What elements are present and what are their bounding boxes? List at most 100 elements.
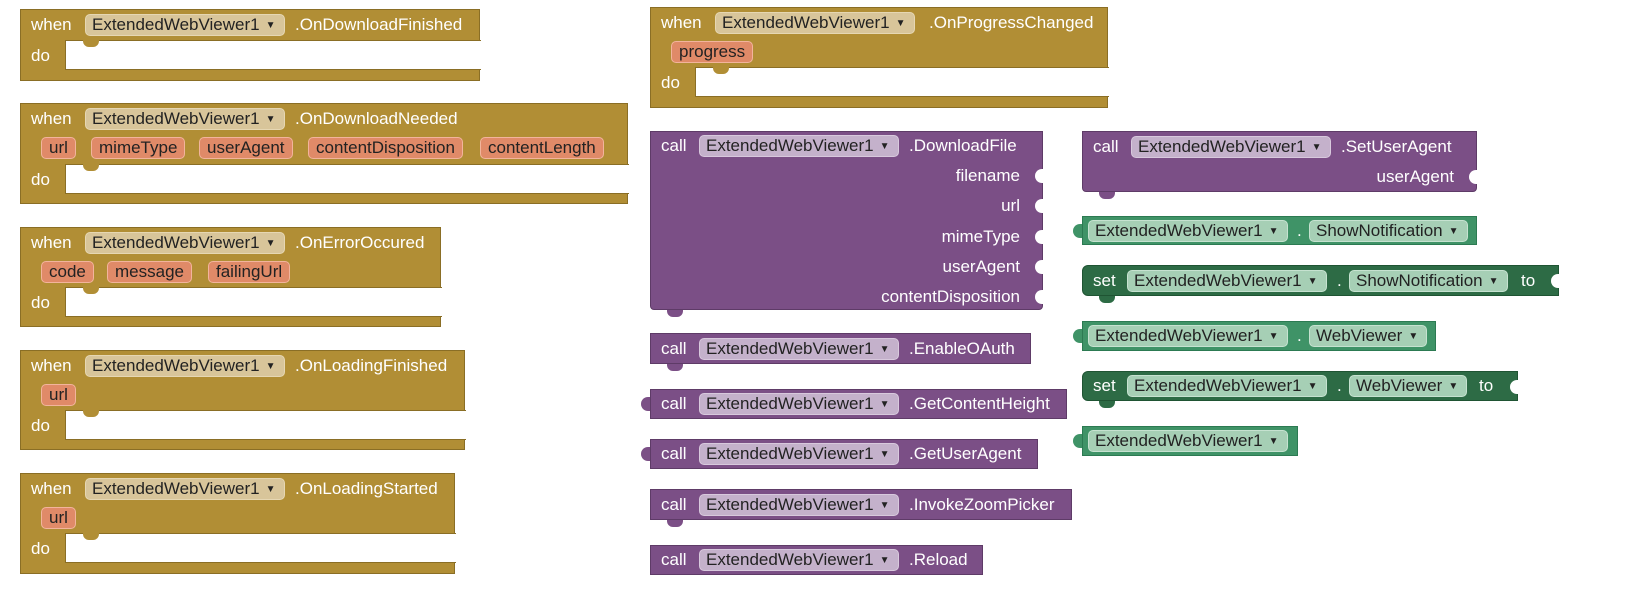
arg-label-mimetype: mimeType — [941, 227, 1020, 246]
method-block-set-user-agent[interactable]: call ExtendedWebViewer1▼ .SetUserAgent u… — [1082, 131, 1477, 199]
arg-socket[interactable] — [1035, 290, 1043, 304]
arg-socket[interactable] — [1035, 230, 1043, 244]
method-name: .SetUserAgent — [1341, 137, 1452, 156]
property-setter-show-notification[interactable]: set ExtendedWebViewer1▼ . ShowNotificati… — [1082, 265, 1559, 303]
method-block-enable-oauth[interactable]: call ExtendedWebViewer1▼ .EnableOAuth — [650, 333, 1031, 371]
component-dropdown[interactable]: ExtendedWebViewer1▼ — [715, 12, 915, 34]
dot-separator: . — [1297, 326, 1302, 345]
param-useragent[interactable]: userAgent — [199, 137, 293, 159]
arg-socket[interactable] — [1035, 260, 1043, 274]
call-keyword: call — [661, 550, 687, 569]
call-keyword: call — [1093, 137, 1119, 156]
when-keyword: when — [31, 479, 72, 498]
do-keyword: do — [31, 416, 50, 435]
property-getter-web-viewer[interactable]: ExtendedWebViewer1▼ . WebViewer▼ — [1073, 321, 1436, 351]
dropdown-arrow-icon: ▼ — [265, 238, 276, 249]
method-name: .GetUserAgent — [909, 444, 1022, 463]
do-statement-slot[interactable] — [65, 40, 481, 70]
component-dropdown[interactable]: ExtendedWebViewer1▼ — [85, 355, 285, 377]
component-dropdown[interactable]: ExtendedWebViewer1▼ — [699, 549, 899, 571]
component-dropdown[interactable]: ExtendedWebViewer1▼ — [699, 135, 899, 157]
param-mimetype[interactable]: mimeType — [91, 137, 186, 159]
arg-label-useragent: userAgent — [942, 257, 1021, 276]
do-statement-slot[interactable] — [695, 67, 1109, 97]
method-block-download-file[interactable]: call ExtendedWebViewer1▼ .DownloadFile f… — [650, 131, 1043, 317]
event-block-on-download-finished[interactable]: when ExtendedWebViewer1▼ .OnDownloadFini… — [20, 9, 481, 81]
component-dropdown[interactable]: ExtendedWebViewer1▼ — [85, 478, 285, 500]
dot-separator: . — [1337, 271, 1342, 290]
component-dropdown[interactable]: ExtendedWebViewer1▼ — [1088, 430, 1288, 452]
dropdown-arrow-icon: ▼ — [1268, 331, 1279, 342]
param-message[interactable]: message — [107, 261, 192, 283]
dropdown-arrow-icon: ▼ — [879, 449, 890, 460]
method-block-reload[interactable]: call ExtendedWebViewer1▼ .Reload — [650, 545, 983, 575]
when-keyword: when — [31, 109, 72, 128]
arg-socket[interactable] — [1035, 169, 1043, 183]
event-block-on-download-needed[interactable]: when ExtendedWebViewer1▼ .OnDownloadNeed… — [20, 103, 629, 204]
component-dropdown[interactable]: ExtendedWebViewer1▼ — [699, 338, 899, 360]
component-dropdown[interactable]: ExtendedWebViewer1▼ — [1131, 136, 1331, 158]
to-keyword: to — [1479, 376, 1494, 395]
param-failingurl[interactable]: failingUrl — [208, 261, 291, 283]
property-dropdown[interactable]: ShowNotification▼ — [1349, 270, 1508, 292]
param-contentdisposition[interactable]: contentDisposition — [308, 137, 463, 159]
component-dropdown[interactable]: ExtendedWebViewer1▼ — [699, 393, 899, 415]
method-block-get-user-agent[interactable]: call ExtendedWebViewer1▼ .GetUserAgent — [641, 439, 1038, 469]
param-progress[interactable]: progress — [671, 41, 754, 63]
do-keyword: do — [31, 170, 50, 189]
param-url[interactable]: url — [41, 384, 76, 406]
property-getter-show-notification[interactable]: ExtendedWebViewer1▼ . ShowNotification▼ — [1073, 216, 1477, 245]
value-socket[interactable] — [1510, 380, 1518, 394]
property-setter-web-viewer[interactable]: set ExtendedWebViewer1▼ . WebViewer▼ to — [1082, 371, 1518, 408]
do-statement-slot[interactable] — [65, 287, 442, 317]
param-contentlength[interactable]: contentLength — [480, 137, 604, 159]
param-url[interactable]: url — [41, 137, 76, 159]
next-statement-tab — [667, 364, 683, 371]
arg-socket[interactable] — [1035, 199, 1043, 213]
dropdown-arrow-icon: ▼ — [879, 555, 890, 566]
event-block-on-loading-finished[interactable]: when ExtendedWebViewer1▼ .OnLoadingFinis… — [20, 350, 466, 450]
event-name: .OnLoadingFinished — [295, 356, 448, 375]
slot-notch — [83, 164, 99, 171]
call-keyword: call — [661, 339, 687, 358]
next-statement-tab — [1099, 296, 1115, 303]
do-statement-slot[interactable] — [65, 410, 466, 440]
component-dropdown[interactable]: ExtendedWebViewer1▼ — [85, 232, 285, 254]
component-dropdown[interactable]: ExtendedWebViewer1▼ — [85, 108, 285, 130]
output-plug — [1073, 329, 1082, 343]
component-block[interactable]: ExtendedWebViewer1▼ — [1073, 426, 1298, 456]
dropdown-arrow-icon: ▼ — [1408, 331, 1419, 342]
method-name: .Reload — [909, 550, 968, 569]
component-dropdown[interactable]: ExtendedWebViewer1▼ — [1088, 220, 1288, 242]
dropdown-arrow-icon: ▼ — [265, 20, 276, 31]
component-dropdown[interactable]: ExtendedWebViewer1▼ — [699, 494, 899, 516]
value-socket[interactable] — [1551, 274, 1559, 288]
component-dropdown[interactable]: ExtendedWebViewer1▼ — [85, 14, 285, 36]
when-keyword: when — [31, 15, 72, 34]
arg-socket[interactable] — [1469, 170, 1477, 184]
component-dropdown[interactable]: ExtendedWebViewer1▼ — [1127, 375, 1327, 397]
method-block-get-content-height[interactable]: call ExtendedWebViewer1▼ .GetContentHeig… — [641, 389, 1067, 419]
component-dropdown[interactable]: ExtendedWebViewer1▼ — [699, 443, 899, 465]
event-block-on-progress-changed[interactable]: when ExtendedWebViewer1▼ .OnProgressChan… — [650, 7, 1109, 108]
method-name: .EnableOAuth — [909, 339, 1015, 358]
property-dropdown[interactable]: ShowNotification▼ — [1309, 220, 1468, 242]
event-block-on-error-occured[interactable]: when ExtendedWebViewer1▼ .OnErrorOccured… — [20, 227, 442, 327]
do-statement-slot[interactable] — [65, 164, 629, 194]
property-dropdown[interactable]: WebViewer▼ — [1309, 325, 1428, 347]
method-block-invoke-zoom-picker[interactable]: call ExtendedWebViewer1▼ .InvokeZoomPick… — [650, 489, 1072, 527]
dropdown-arrow-icon: ▼ — [265, 114, 276, 125]
dropdown-arrow-icon: ▼ — [1448, 226, 1459, 237]
component-dropdown[interactable]: ExtendedWebViewer1▼ — [1127, 270, 1327, 292]
dropdown-arrow-icon: ▼ — [1268, 226, 1279, 237]
do-statement-slot[interactable] — [65, 533, 456, 563]
event-name: .OnDownloadNeeded — [295, 109, 458, 128]
property-dropdown[interactable]: WebViewer▼ — [1349, 375, 1468, 397]
param-code[interactable]: code — [41, 261, 94, 283]
output-plug — [1073, 224, 1082, 238]
event-block-on-loading-started[interactable]: when ExtendedWebViewer1▼ .OnLoadingStart… — [20, 473, 456, 574]
do-keyword: do — [31, 46, 50, 65]
component-dropdown[interactable]: ExtendedWebViewer1▼ — [1088, 325, 1288, 347]
param-url[interactable]: url — [41, 507, 76, 529]
method-name: .InvokeZoomPicker — [909, 495, 1055, 514]
